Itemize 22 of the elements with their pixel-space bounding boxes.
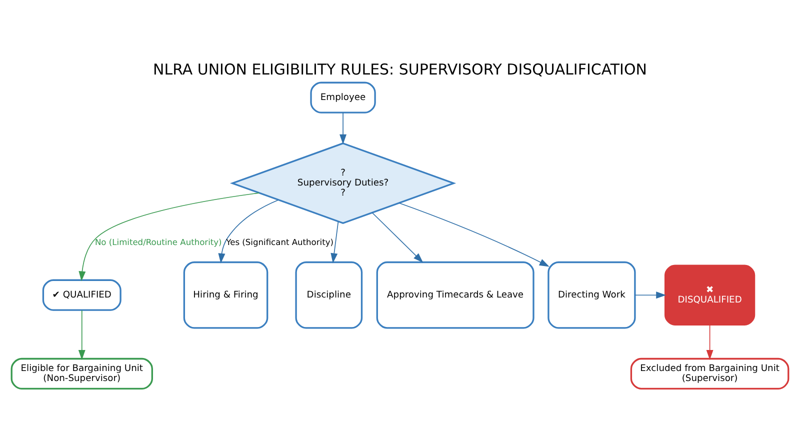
node-box: ✔ QUALIFIED (42, 278, 122, 310)
node-box: Hiring & Firing (183, 260, 268, 328)
node-box: Employee (310, 81, 376, 113)
arrow (78, 310, 86, 360)
arrow (634, 291, 666, 298)
edge-label: Yes (Significant Authority) (226, 236, 334, 246)
node-box: ✖ DISQUALIFIED (664, 264, 756, 325)
node-box: Directing Work (548, 260, 636, 328)
node-box: Excluded from Bargaining Unit (Supervisor) (630, 357, 790, 389)
node-box: Eligible for Bargaining Unit (Non-Supervisor) (10, 357, 153, 389)
node-box: Approving Timecards & Leave (376, 260, 534, 328)
node-diamond: ? Supervisory Duties? ? (230, 142, 456, 224)
arrow (398, 202, 550, 266)
arrow (330, 220, 339, 263)
node-box: Discipline (295, 260, 363, 328)
arrow (78, 192, 260, 281)
arrow (706, 324, 714, 360)
arrow (218, 199, 279, 263)
diagram-title: NLRA UNION ELIGIBILITY RULES: SUPERVISORY DISQUALIFICATION (153, 60, 647, 78)
arrow (372, 212, 424, 262)
edge-label: No (Limited/Routine Authority) (94, 236, 222, 246)
arrow (340, 112, 347, 144)
